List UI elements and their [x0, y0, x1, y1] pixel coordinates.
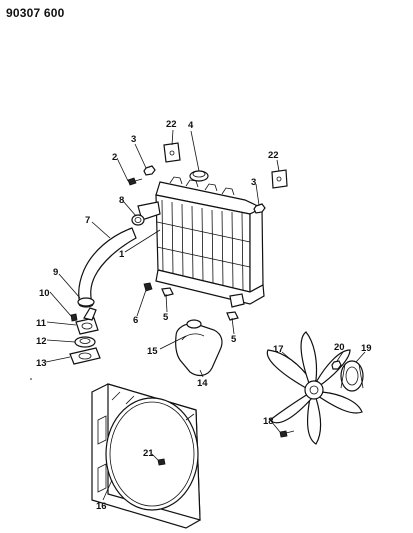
callout-5-left: 5	[163, 312, 169, 323]
nut-20	[331, 360, 342, 370]
thermostat-housing-11	[75, 307, 99, 335]
gasket-13	[69, 347, 101, 365]
callout-20: 20	[334, 342, 345, 353]
mounting-bracket-left	[163, 142, 181, 163]
callout-19: 19	[361, 343, 372, 354]
bolt-18	[279, 430, 295, 438]
callout-2: 2	[112, 152, 117, 163]
hose-clamp-9	[77, 297, 95, 307]
callout-9: 9	[53, 267, 58, 278]
bolt-10	[70, 313, 78, 322]
cooling-fan	[266, 331, 363, 445]
callout-3-left: 3	[131, 134, 136, 145]
insulator-5-right	[226, 311, 239, 321]
bolt-2	[127, 177, 143, 186]
callout-10: 10	[39, 288, 50, 299]
nut-3-left	[143, 165, 156, 176]
callout-3-right: 3	[251, 177, 256, 188]
radiator	[137, 170, 265, 308]
drain-cock-6	[143, 282, 153, 292]
callout-16: 16	[96, 501, 107, 512]
callout-21: 21	[143, 448, 154, 459]
coolant-reserve-bottle	[175, 319, 223, 377]
nut-3-right	[253, 203, 266, 214]
callout-17: 17	[273, 344, 284, 355]
callout-14: 14	[197, 378, 208, 389]
mounting-bracket-right	[271, 169, 288, 189]
callout-8: 8	[119, 195, 124, 206]
callout-22-right: 22	[268, 150, 279, 161]
callout-22-left: 22	[166, 119, 177, 130]
callout-5-right: 5	[231, 334, 237, 345]
callout-6: 6	[133, 315, 138, 326]
clamp-8	[131, 214, 145, 226]
callout-11: 11	[36, 318, 47, 329]
upper-radiator-hose	[78, 227, 137, 305]
callout-1: 1	[119, 249, 125, 260]
scan-speck	[30, 378, 32, 380]
leader-lines	[45, 129, 366, 501]
insulator-5-left	[161, 287, 174, 297]
bolt-21	[157, 458, 166, 466]
callout-15: 15	[147, 346, 158, 357]
thermostat-12	[74, 336, 96, 348]
callout-13: 13	[36, 358, 47, 369]
fan-clutch	[340, 360, 364, 392]
callout-18: 18	[263, 416, 274, 427]
callout-4: 4	[188, 120, 194, 131]
callout-7: 7	[85, 215, 90, 226]
callout-labels: 22 4 3 2 22 3 8 7 1 9 10 6 5 11 5 12 15 …	[36, 119, 372, 512]
callout-12: 12	[36, 336, 47, 347]
diagram-reference-code: 90307 600	[6, 6, 65, 20]
